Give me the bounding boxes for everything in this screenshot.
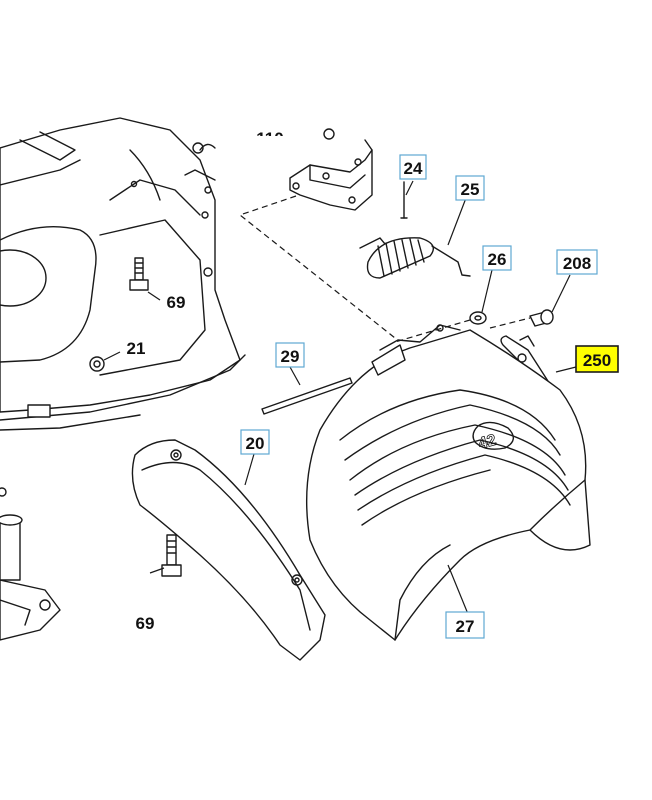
mower-deck	[0, 117, 246, 431]
chute-emblem: 42	[477, 432, 499, 453]
callout-250[interactable]: 250	[575, 345, 619, 373]
callout-27[interactable]: 27	[445, 611, 485, 639]
callout-110-label[interactable]: 110	[256, 129, 283, 148]
part-20-deflector-plate	[131, 439, 326, 661]
alignment-guides	[238, 195, 531, 343]
callout-27-label: 27	[456, 617, 475, 636]
callout-69-upper-label[interactable]: 69	[167, 293, 186, 312]
callout-24-label: 24	[404, 159, 423, 178]
part-29-rod	[261, 377, 353, 415]
callout-26-label: 26	[488, 250, 507, 269]
part-208-screw	[529, 309, 554, 327]
part-bracket-top	[289, 128, 373, 211]
callout-110-clipped: 110	[256, 129, 283, 148]
callout-25-label: 25	[461, 180, 480, 199]
callout-26[interactable]: 26	[482, 245, 512, 271]
part-27-discharge-chute: 42	[305, 324, 591, 641]
callout-208[interactable]: 208	[556, 249, 598, 275]
spindle-assembly	[0, 487, 61, 641]
part-26-washer	[469, 311, 487, 325]
bolt-69-lower	[161, 534, 182, 577]
part-24-pin	[400, 181, 408, 219]
callout-69-lower-label[interactable]: 69	[136, 614, 155, 633]
bolt-69-upper	[129, 257, 161, 301]
callout-29-label: 29	[281, 347, 300, 366]
callout-20[interactable]: 20	[240, 429, 270, 455]
callout-21-label[interactable]: 21	[127, 339, 146, 358]
part-25-spring	[359, 237, 471, 279]
callout-20-label: 20	[246, 434, 265, 453]
callout-24[interactable]: 24	[399, 154, 427, 180]
callout-29[interactable]: 29	[275, 342, 305, 368]
callout-208-label: 208	[563, 254, 591, 273]
callout-25[interactable]: 25	[455, 175, 485, 201]
callout-250-label: 250	[583, 351, 611, 370]
